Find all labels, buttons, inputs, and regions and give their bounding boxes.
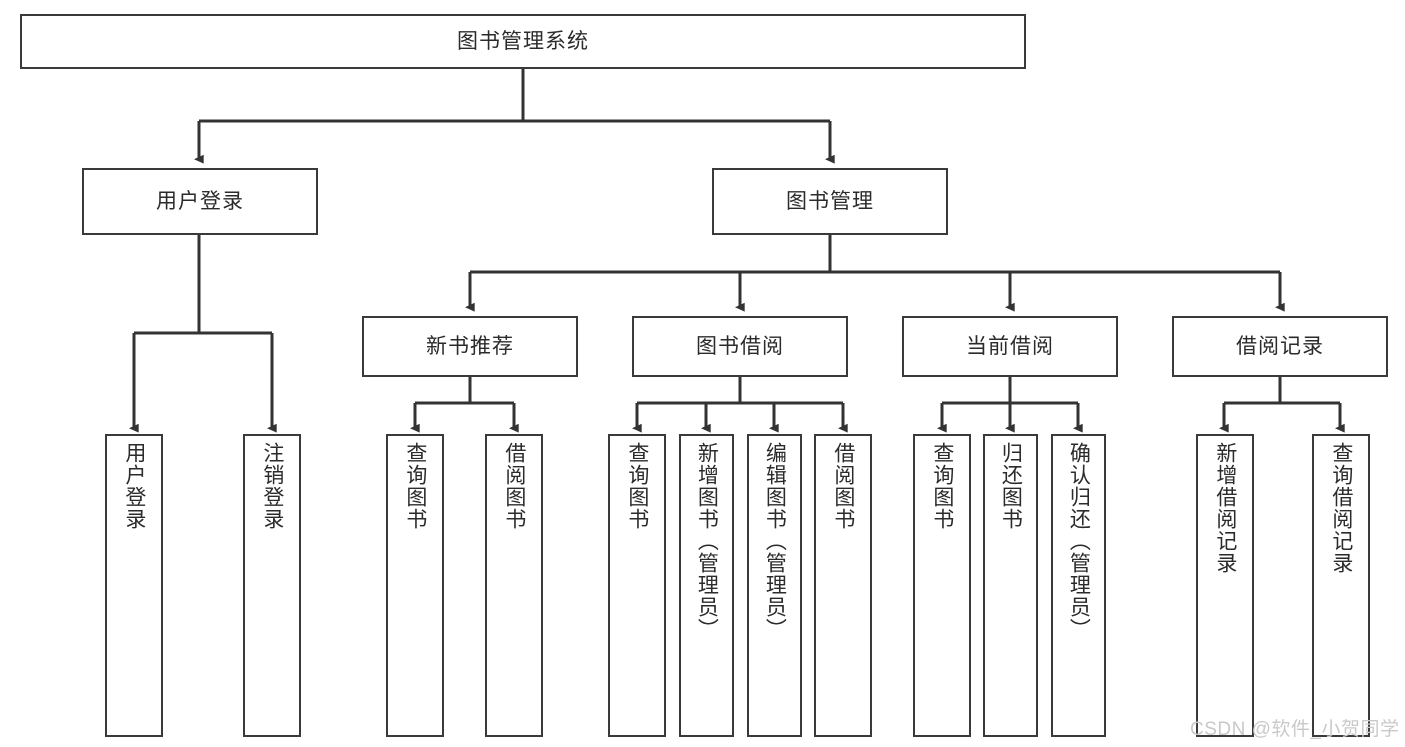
- node-user-login[interactable]: 用户登录: [82, 168, 318, 235]
- node-book-manage[interactable]: 图书管理: [712, 168, 948, 235]
- node-borrow-record-label: 借阅记录: [1236, 334, 1324, 358]
- node-book-borrow[interactable]: 图书借阅: [632, 316, 848, 377]
- node-current-borrow[interactable]: 当前借阅: [902, 316, 1118, 377]
- node-leaf-query-book-3-label: 查询图书: [930, 442, 954, 530]
- node-leaf-edit-book[interactable]: 编辑图书（管理员）: [747, 434, 802, 737]
- node-leaf-borrow-book-1-label: 借阅图书: [502, 442, 526, 530]
- node-new-book-rec-label: 新书推荐: [426, 334, 514, 358]
- node-leaf-query-book-1[interactable]: 查询图书: [386, 434, 444, 737]
- node-leaf-query-book-3[interactable]: 查询图书: [913, 434, 971, 737]
- node-leaf-query-book-2[interactable]: 查询图书: [608, 434, 666, 737]
- node-book-manage-label: 图书管理: [786, 189, 874, 213]
- node-leaf-confirm-return[interactable]: 确认归还（管理员）: [1051, 434, 1106, 737]
- node-book-borrow-label: 图书借阅: [696, 334, 784, 358]
- node-current-borrow-label: 当前借阅: [966, 334, 1054, 358]
- watermark: CSDN @软件_小贺同学: [1190, 714, 1399, 741]
- node-leaf-return-book[interactable]: 归还图书: [983, 434, 1038, 737]
- node-leaf-edit-book-label: 编辑图书（管理员）: [763, 442, 787, 640]
- node-leaf-add-book-label: 新增图书（管理员）: [695, 442, 719, 640]
- node-leaf-confirm-return-label: 确认归还（管理员）: [1067, 442, 1091, 640]
- node-leaf-query-record-label: 查询借阅记录: [1329, 442, 1353, 574]
- node-leaf-query-book-2-label: 查询图书: [625, 442, 649, 530]
- node-new-book-rec[interactable]: 新书推荐: [362, 316, 578, 377]
- node-leaf-add-book[interactable]: 新增图书（管理员）: [679, 434, 734, 737]
- node-leaf-logout-login-label: 注销登录: [260, 442, 284, 530]
- node-leaf-query-book-1-label: 查询图书: [403, 442, 427, 530]
- node-user-login-label: 用户登录: [156, 189, 244, 213]
- node-leaf-add-record[interactable]: 新增借阅记录: [1196, 434, 1254, 737]
- node-root-label: 图书管理系统: [457, 29, 589, 53]
- node-leaf-borrow-book-1[interactable]: 借阅图书: [485, 434, 543, 737]
- node-leaf-add-record-label: 新增借阅记录: [1213, 442, 1237, 574]
- node-borrow-record[interactable]: 借阅记录: [1172, 316, 1388, 377]
- node-leaf-user-login[interactable]: 用户登录: [105, 434, 163, 737]
- node-leaf-query-record[interactable]: 查询借阅记录: [1312, 434, 1370, 737]
- watermark-text: CSDN @软件_小贺同学: [1190, 719, 1400, 740]
- node-leaf-user-login-label: 用户登录: [122, 442, 146, 530]
- node-leaf-borrow-book-2-label: 借阅图书: [831, 442, 855, 530]
- node-leaf-logout-login[interactable]: 注销登录: [243, 434, 301, 737]
- node-root[interactable]: 图书管理系统: [20, 14, 1026, 69]
- node-leaf-return-book-label: 归还图书: [999, 442, 1023, 530]
- node-leaf-borrow-book-2[interactable]: 借阅图书: [814, 434, 872, 737]
